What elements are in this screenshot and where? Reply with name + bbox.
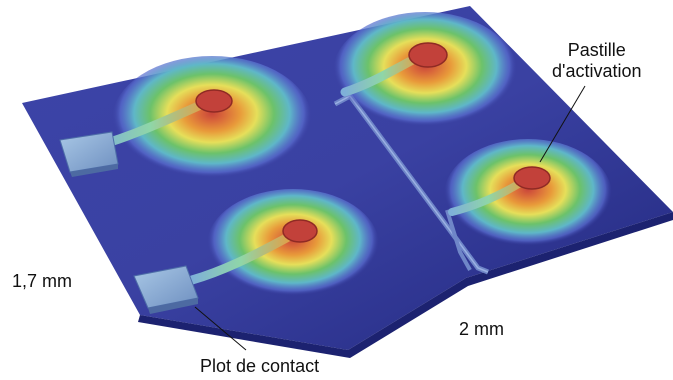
- activation-pad: [408, 42, 448, 68]
- contact-leader-line: [194, 306, 247, 351]
- activation-pad-label: Pastille d'activation: [552, 40, 642, 82]
- height-dimension-label: 1,7 mm: [12, 271, 73, 291]
- width-dimension-label: 2 mm: [459, 319, 504, 339]
- activation-pad-label-line2: d'activation: [552, 61, 642, 81]
- lower-right-trace: [445, 209, 472, 271]
- heater-bottom-left: [187, 189, 379, 301]
- activation-pad-label-line1: Pastille: [567, 40, 626, 60]
- activation-pad: [195, 89, 233, 113]
- activation-pad: [282, 219, 318, 243]
- contact-pad-label: Plot de contact: [200, 356, 320, 376]
- contact-pad-top-left: [59, 131, 119, 177]
- heater-right: [444, 139, 612, 251]
- activation-pad: [513, 166, 551, 190]
- pastille-leader-line: [539, 85, 586, 163]
- contact-pad-bottom-left: [133, 265, 199, 314]
- heater-top-right: [333, 12, 517, 132]
